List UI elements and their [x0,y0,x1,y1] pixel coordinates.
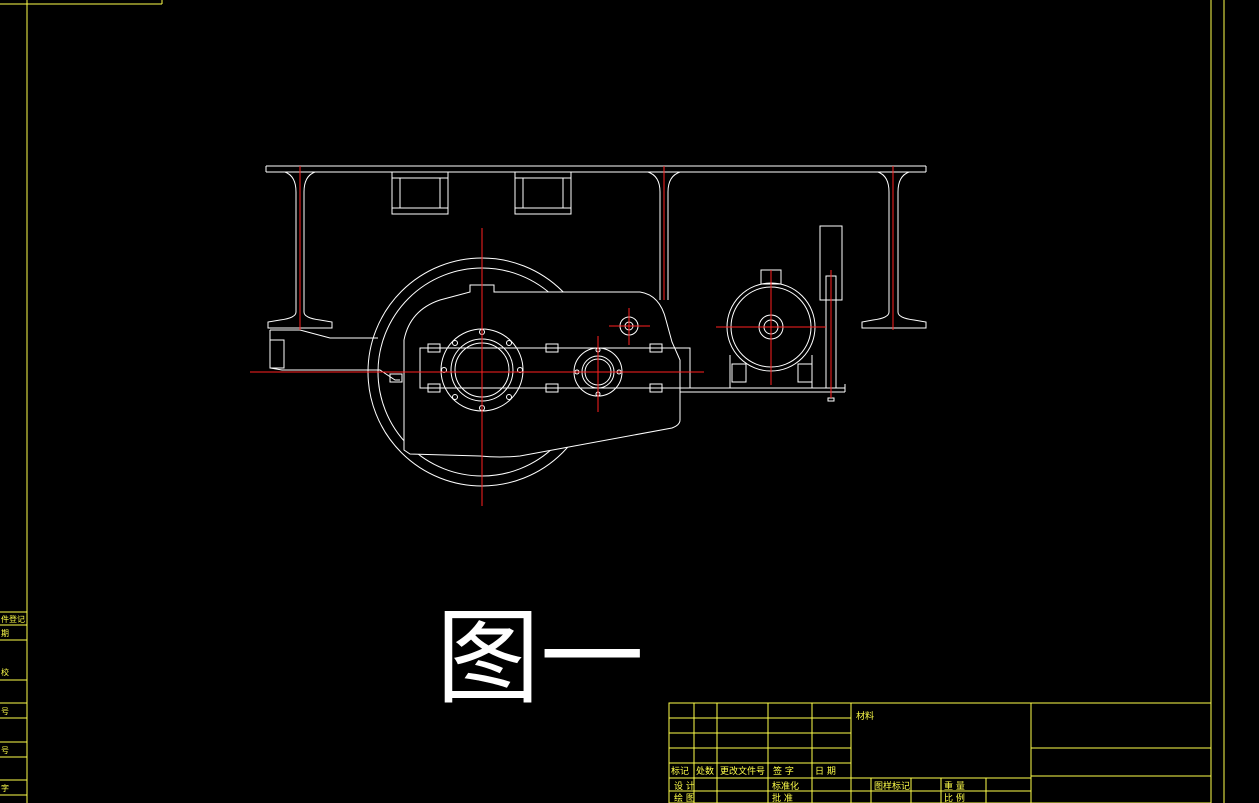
side-strip-labels: 件登记 期 校 号 号 字 [1,614,25,793]
drawing-frame [0,0,1225,803]
top-beam [265,165,927,173]
rail-right [861,171,927,329]
centerlines [250,166,894,506]
row-approve: 批 准 [772,792,793,803]
title-block-text: 材料 标记 处数 更改文件号 签 字 日 期 设 计 标准化 绘 图 批 准 图… [671,710,965,803]
header-change-doc: 更改文件号 [720,765,765,777]
row-design: 设 计 [674,780,695,792]
scale-label: 比 例 [944,792,965,803]
material-label: 材料 [856,710,874,722]
header-signature: 签 字 [773,765,794,777]
rail-middle [647,171,681,300]
side-label-number-1: 号 [1,707,9,716]
row-drafter: 绘 图 [674,792,695,803]
weight-label: 重 量 [944,780,965,792]
row-standardization: 标准化 [772,780,799,792]
left-arm [269,329,400,381]
housing-bolts [389,343,663,393]
hanger-bracket-1 [391,171,449,215]
hanger-bracket-2 [514,171,572,215]
header-mark: 标记 [671,765,689,777]
title-block [668,702,1212,803]
side-label-register: 件登记 [1,614,25,624]
side-label-date: 期 [1,629,9,638]
side-label-number-2: 号 [1,746,9,755]
side-label-check: 校 [1,667,9,677]
gearbox-housing [403,284,691,458]
stage-mark-label: 图样标记 [874,780,910,792]
header-count: 处数 [696,765,714,777]
header-date: 日 期 [815,766,836,777]
figure-caption: 图一 [436,597,644,719]
side-label-sign: 字 [1,783,9,793]
